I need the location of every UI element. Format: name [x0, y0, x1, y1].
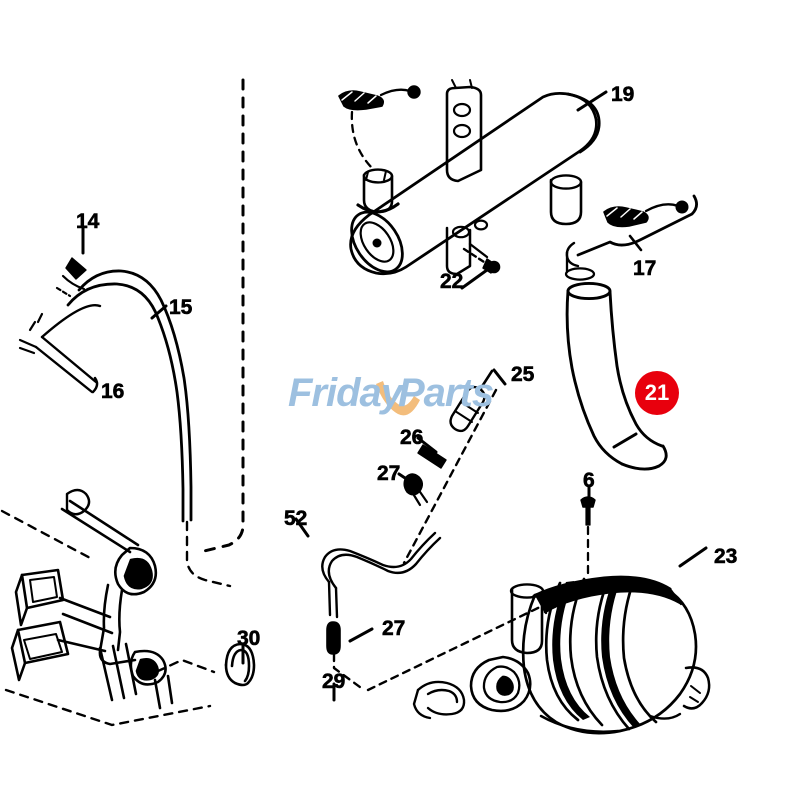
callout-label-23: 23	[714, 545, 738, 568]
hose-left-15	[66, 269, 193, 523]
frame-dashed-base	[4, 688, 212, 727]
leader-52	[294, 517, 310, 538]
leader-22	[460, 268, 489, 290]
callout-label-27-lower: 27	[382, 617, 406, 640]
leader-dash-16	[0, 509, 94, 561]
callout-label-14: 14	[76, 210, 100, 233]
exhaust-clamp-17	[603, 200, 689, 228]
callout-label-15: 15	[169, 296, 193, 319]
exhaust-pipe-bent-17	[564, 194, 698, 281]
muffler-lower-bracket	[445, 219, 489, 276]
assembly-dash-muffler-inlet	[350, 110, 374, 170]
leader-dash-hose-bottom	[185, 520, 232, 588]
callout-label-19: 19	[611, 83, 635, 106]
highlighted-part-badge-21[interactable]: 21	[635, 371, 679, 415]
callout-label-6: 6	[583, 469, 595, 492]
muffler-mount-bracket	[445, 79, 483, 183]
leader-23	[678, 546, 708, 568]
hose-clamp-16	[18, 303, 102, 394]
callout-label-30: 30	[237, 627, 261, 650]
callout-label-29: 29	[322, 670, 346, 693]
exhaust-clamp-upper	[338, 85, 421, 111]
leader-26	[416, 436, 438, 454]
dashed-reference-line	[198, 78, 245, 554]
fitting-27-lower	[326, 621, 341, 655]
muffler-body	[349, 92, 601, 276]
hose-clamp-14	[55, 257, 87, 298]
highlighted-hose-21	[565, 281, 668, 471]
seal-ring-30	[224, 642, 256, 687]
air-cleaner-23	[469, 575, 711, 735]
muffler-outlet-stub	[549, 174, 583, 226]
leader-25	[492, 368, 507, 386]
leader-dash-30	[141, 658, 216, 680]
callout-label-22: 22	[440, 270, 464, 293]
muffler-inlet-stub	[356, 168, 400, 214]
leader-15	[150, 304, 168, 320]
leader-21	[612, 432, 638, 449]
leader-27-upper	[397, 472, 416, 486]
leader-27-lower	[348, 627, 374, 643]
callout-label-25: 25	[511, 363, 535, 386]
leader-17	[628, 234, 643, 252]
breather-tube-52	[321, 531, 442, 619]
bolt-6	[580, 496, 596, 526]
machine-frame-assembly	[10, 488, 174, 710]
callout-label-52: 52	[284, 507, 308, 530]
callout-label-26: 26	[400, 426, 424, 449]
callout-label-17: 17	[633, 257, 657, 280]
leader-19	[576, 90, 608, 112]
callout-label-16: 16	[101, 380, 125, 403]
part-chain-25-26-27	[402, 369, 498, 565]
callout-label-27-upper: 27	[377, 462, 401, 485]
clip-29	[412, 680, 466, 720]
